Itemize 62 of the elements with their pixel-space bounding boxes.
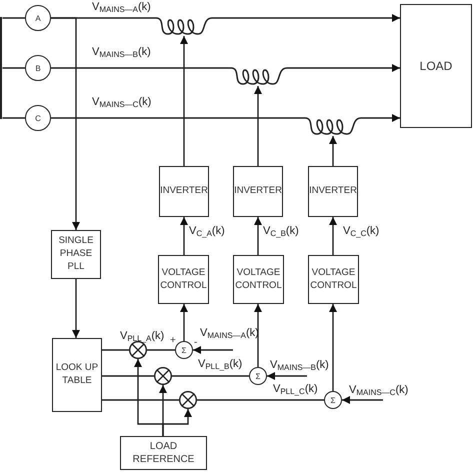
process-box: INVERTER	[159, 166, 209, 217]
connector-line	[329, 217, 337, 255]
connector-line	[329, 136, 337, 166]
process-box: INVERTER	[233, 166, 283, 217]
edge-label: V$_{PLL_B}$(k)	[198, 359, 242, 371]
edge-label: V$_{MAINS—B}$(k)	[92, 47, 151, 59]
edge-label: V$_{PLL_C}$(k)	[273, 384, 318, 396]
connector-line	[72, 279, 80, 338]
summing-junction: Σ	[324, 391, 342, 409]
connector-line	[102, 375, 154, 377]
connector-line	[254, 86, 262, 166]
connector-line	[172, 375, 249, 377]
edge-label: V$_{MAINS—B}$(k)	[270, 360, 329, 372]
connector-line	[102, 349, 129, 351]
edge-label: V$_{C_C}$(k)	[343, 226, 380, 238]
multiplier-symbol	[129, 341, 147, 359]
edge-label: V$_{C_A}$(k)	[189, 226, 225, 238]
connector-line	[287, 64, 400, 72]
process-box: LOAD	[400, 4, 472, 128]
connector-line	[197, 399, 324, 401]
sign-label: -	[194, 338, 198, 348]
connector-line	[267, 372, 307, 380]
connector-line	[342, 396, 383, 404]
summing-junction: Σ	[175, 341, 193, 359]
sign-label: +	[170, 336, 176, 346]
process-box: SINGLE PHASE PLL	[51, 230, 101, 279]
connector-line	[180, 36, 188, 166]
connector-line	[147, 349, 175, 351]
edge-label: V$_{MAINS—C}$(k)	[92, 97, 152, 109]
connector-line	[2, 67, 25, 69]
connector-line	[180, 304, 188, 341]
connector-line	[193, 346, 233, 354]
connector-line	[329, 304, 337, 391]
connector-line	[2, 117, 25, 119]
process-box: VOLTAGE CONTROL	[233, 255, 284, 304]
process-box: VOLTAGE CONTROL	[158, 255, 209, 304]
connector-line	[2, 17, 25, 19]
connector-line	[254, 304, 262, 367]
connector-line	[162, 409, 192, 436]
process-box: LOOK UP TABLE	[52, 338, 102, 412]
connector-line	[51, 67, 231, 69]
multiplier-symbol	[179, 391, 197, 409]
connector-line	[212, 14, 400, 22]
source-circle: A	[25, 5, 51, 31]
edge-label: V$_{PLL_A}$(k)	[120, 331, 164, 343]
edge-label: V$_{C_B}$(k)	[263, 226, 299, 238]
source-circle: C	[25, 105, 51, 131]
connector-line	[51, 17, 80, 230]
connector-line	[254, 217, 262, 255]
bus-bar	[0, 17, 2, 119]
summing-junction: Σ	[249, 367, 267, 385]
connector-line	[361, 114, 400, 122]
edge-label: V$_{MAINS—A}$(k)	[92, 2, 151, 14]
process-box: VOLTAGE CONTROL	[308, 255, 359, 304]
process-box: INVERTER	[308, 166, 358, 217]
connector-line	[51, 117, 305, 119]
connector-line	[102, 399, 179, 401]
connector-line	[180, 217, 188, 255]
edge-label: V$_{MAINS—C}$(k)	[349, 385, 408, 397]
multiplier-symbol	[154, 367, 172, 385]
source-circle: B	[25, 55, 51, 81]
process-box: LOAD REFERENCE	[120, 436, 207, 470]
